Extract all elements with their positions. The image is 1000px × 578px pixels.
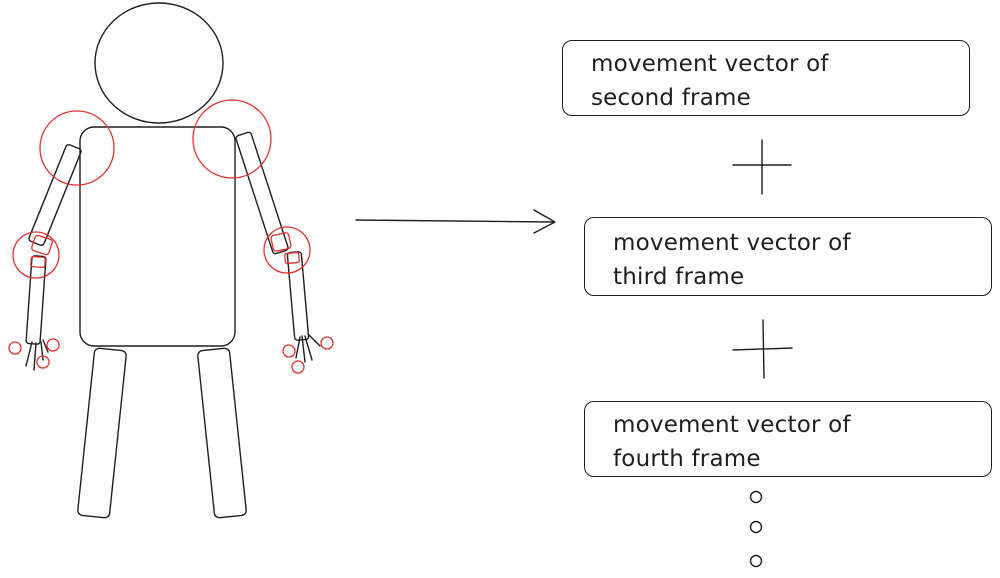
figure-right-leg: [197, 347, 247, 519]
joint-left-forearm-top: [30, 256, 46, 268]
figure-head: [94, 2, 224, 124]
joint-right-wrist: [270, 232, 292, 252]
figure-torso: [79, 126, 236, 347]
box-line-2: second frame: [591, 85, 751, 111]
figure-left-upper-arm: [28, 143, 82, 247]
figure-right-fingers: [295, 333, 321, 363]
joint-left-finger-3: [36, 355, 50, 369]
joint-highlights: [8, 99, 334, 374]
joint-right-shoulder: [192, 99, 272, 179]
figure-left-fingers: [25, 339, 49, 371]
movement-vector-box-second: movement vector of second frame: [562, 40, 970, 116]
joint-left-finger-1: [8, 341, 22, 355]
plus-icon: [732, 139, 792, 195]
joint-right-finger-1: [282, 344, 296, 358]
stick-figure: [25, 2, 321, 519]
arrow-right-icon: [355, 209, 556, 234]
ellipsis-dots-icon: [749, 490, 763, 568]
joint-left-wrist: [31, 234, 53, 256]
box-line-2: fourth frame: [613, 446, 761, 472]
joint-right-elbow: [263, 226, 311, 274]
plus-icon: [732, 319, 793, 379]
box-line-1: movement vector of: [613, 230, 851, 256]
box-line-1: movement vector of: [613, 412, 851, 438]
box-line-2: third frame: [613, 264, 745, 290]
figure-left-leg: [77, 347, 127, 519]
joint-left-elbow: [12, 231, 60, 279]
joint-right-finger-2: [320, 336, 334, 350]
joint-right-finger-3: [291, 360, 305, 374]
joint-left-shoulder: [39, 110, 115, 186]
movement-vector-box-fourth: movement vector of fourth frame: [584, 401, 992, 477]
box-line-1: movement vector of: [591, 51, 829, 77]
joint-right-forearm-top: [284, 251, 300, 265]
joint-left-finger-2: [46, 338, 60, 352]
figure-right-upper-arm: [235, 131, 289, 255]
movement-vector-box-third: movement vector of third frame: [584, 217, 992, 296]
figure-left-forearm: [25, 255, 47, 345]
figure-right-forearm: [286, 251, 310, 341]
